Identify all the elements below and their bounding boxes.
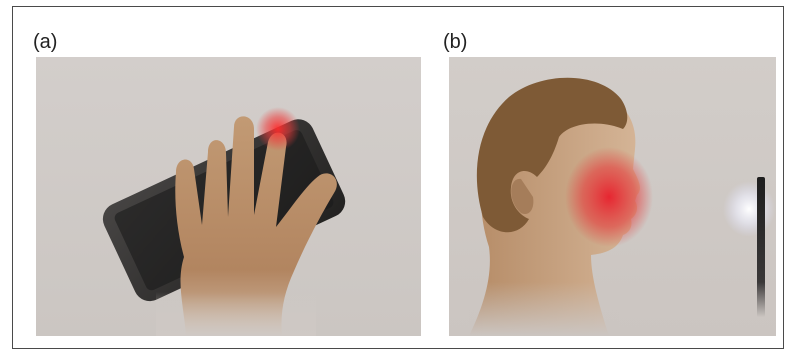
panel-b-label: (b) [443, 32, 467, 52]
heat-spot-icon [565, 147, 653, 247]
panel-a-label: (a) [33, 32, 57, 52]
light-glow-icon [723, 181, 775, 237]
phone-icon [757, 177, 765, 317]
figure-frame: (a) (b) [12, 6, 784, 349]
heat-spot-icon [256, 107, 300, 151]
hand-phone-image [36, 57, 421, 336]
head-phone-image [449, 57, 776, 336]
panel-b-illustration [449, 57, 776, 336]
panel-a-illustration [36, 57, 421, 336]
